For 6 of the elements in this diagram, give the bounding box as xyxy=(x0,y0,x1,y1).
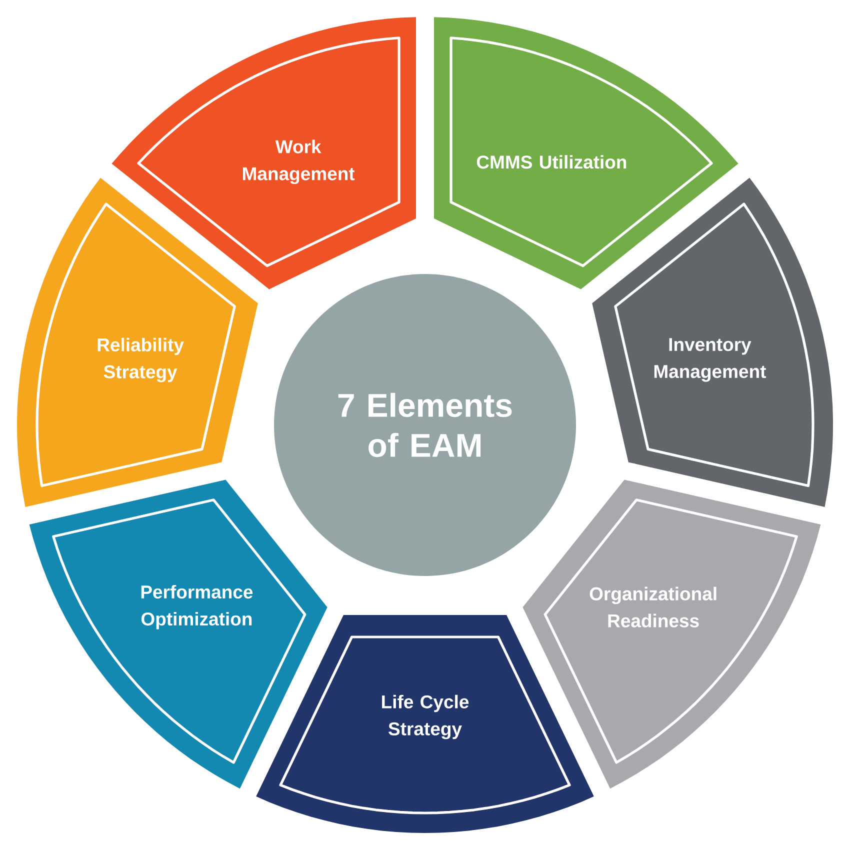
ring-segment: Work Management xyxy=(112,17,416,290)
ring-segment: Organizational Readiness xyxy=(522,480,821,789)
ring-segment: Performance Optimization xyxy=(29,480,328,789)
ring-segment: Inventory Management xyxy=(592,178,834,507)
ring-segment: Life Cycle Strategy xyxy=(256,615,594,833)
ring-segment: CMMS Utilization xyxy=(434,17,738,290)
